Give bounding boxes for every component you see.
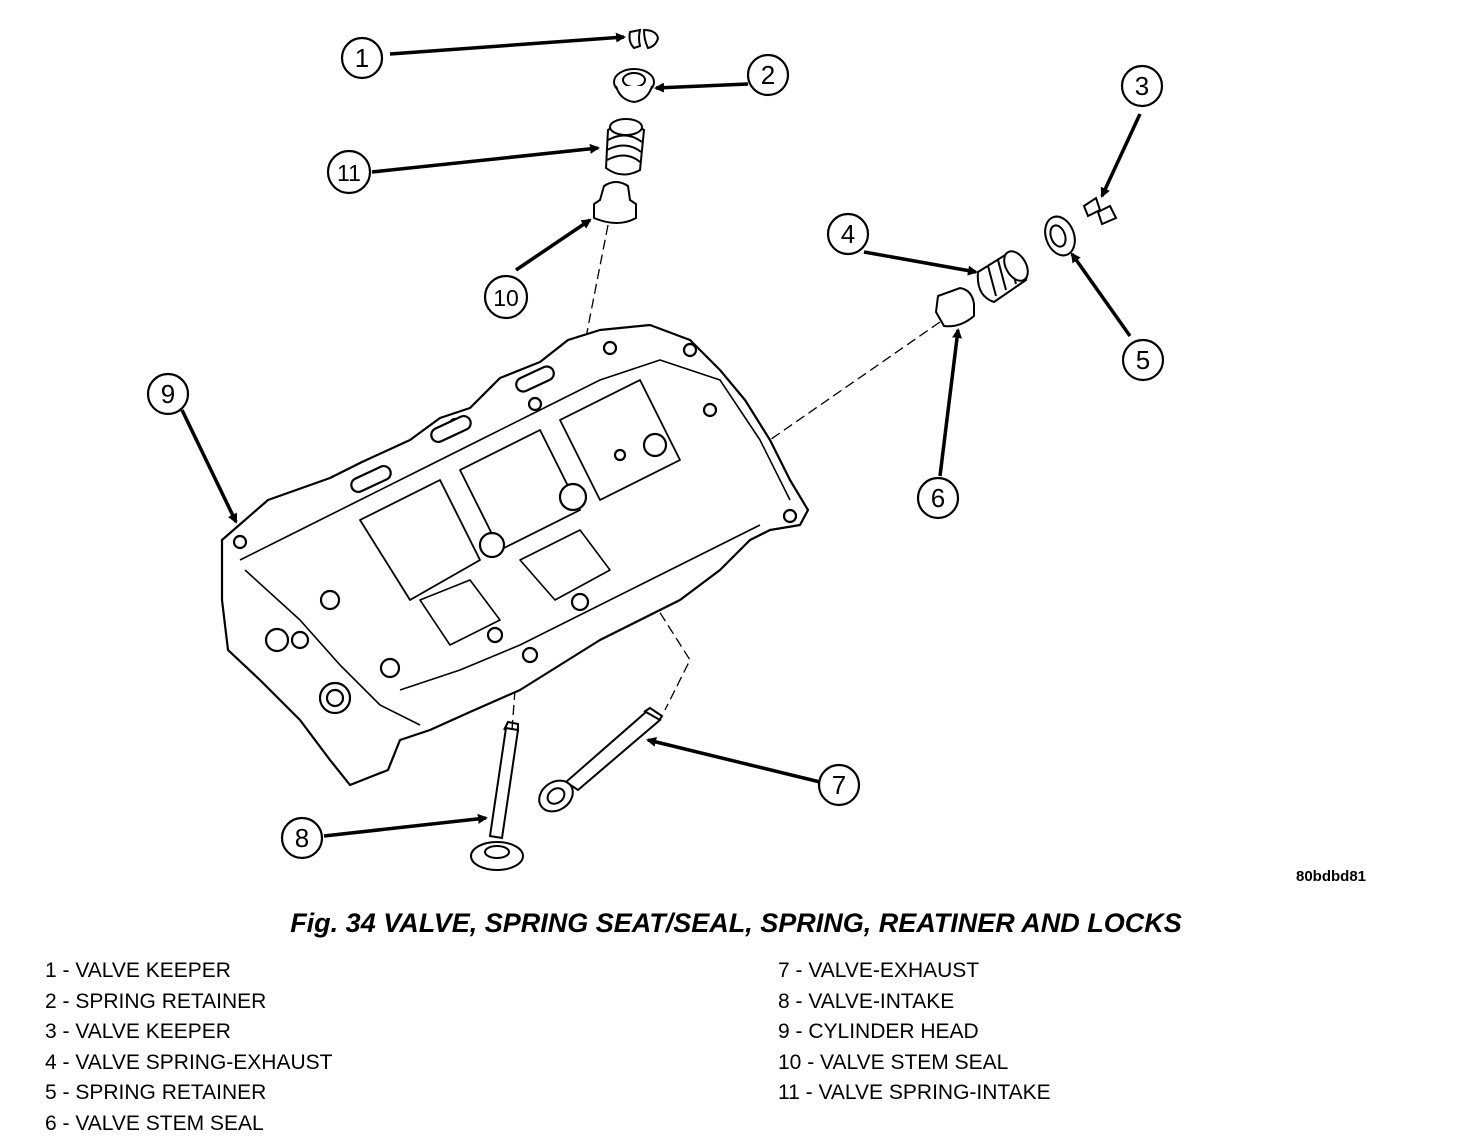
callout-3: 3	[1120, 64, 1164, 108]
svg-text:11: 11	[337, 160, 361, 186]
legend-left-column: 1 - VALVE KEEPER 2 - SPRING RETAINER 3 -…	[45, 956, 332, 1139]
svg-text:7: 7	[832, 770, 846, 800]
svg-text:8: 8	[295, 823, 309, 853]
callout-labels: 1 2 3 4 5 6 7 8	[146, 36, 1165, 860]
callout-1: 1	[340, 36, 384, 80]
legend-item: 11 - VALVE SPRING-INTAKE	[778, 1081, 1051, 1104]
svg-text:10: 10	[493, 285, 519, 311]
exploded-valve-diagram: 1 2 3 4 5 6 7 8	[146, 28, 1165, 871]
legend-item: 3 - VALVE KEEPER	[45, 1020, 231, 1043]
figure-code: 80bdbd81	[1296, 868, 1367, 885]
svg-text:5: 5	[1136, 345, 1150, 375]
legend-item: 10 - VALVE STEM SEAL	[778, 1050, 1009, 1074]
exhaust-valve-parts	[934, 196, 1118, 328]
callout-2: 2	[746, 53, 790, 97]
svg-text:2: 2	[761, 60, 775, 90]
figure-caption: Fig. 34 VALVE, SPRING SEAT/SEAL, SPRING,…	[290, 908, 1182, 938]
callout-4: 4	[826, 212, 870, 256]
legend-item: 4 - VALVE SPRING-EXHAUST	[45, 1050, 333, 1074]
svg-text:1: 1	[355, 43, 369, 73]
legend-item: 5 - SPRING RETAINER	[45, 1081, 267, 1104]
legend-item: 7 - VALVE-EXHAUST	[778, 959, 980, 982]
svg-text:4: 4	[841, 219, 855, 249]
callout-6: 6	[916, 476, 960, 520]
callout-11: 11	[326, 149, 372, 195]
callout-5: 5	[1121, 338, 1165, 382]
intake-valve-parts	[593, 28, 660, 224]
legend-right-column: 7 - VALVE-EXHAUST 8 - VALVE-INTAKE 9 - C…	[778, 956, 1051, 1109]
callout-7: 7	[817, 763, 861, 807]
valve-stems	[470, 706, 664, 871]
legend-item: 9 - CYLINDER HEAD	[778, 1020, 979, 1043]
legend-item: 2 - SPRING RETAINER	[45, 989, 267, 1013]
svg-text:6: 6	[931, 483, 945, 513]
legend-item: 1 - VALVE KEEPER	[45, 959, 231, 982]
svg-text:3: 3	[1135, 71, 1149, 101]
callout-9: 9	[146, 372, 190, 416]
callout-10: 10	[483, 274, 529, 320]
svg-text:9: 9	[161, 379, 175, 409]
legend-item: 8 - VALVE-INTAKE	[778, 989, 955, 1013]
legend-item: 6 - VALVE STEM SEAL	[45, 1111, 264, 1135]
callout-8: 8	[280, 816, 324, 860]
cylinder-head-drawing	[220, 323, 810, 787]
